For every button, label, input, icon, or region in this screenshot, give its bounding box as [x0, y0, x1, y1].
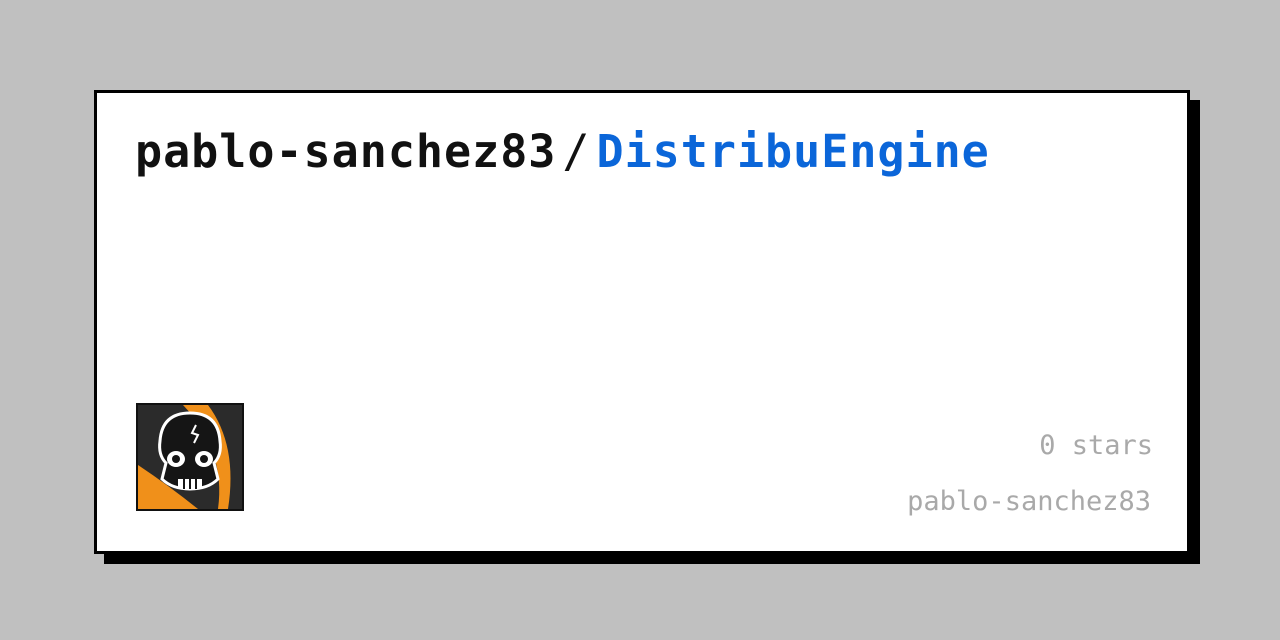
stars-count: 0 stars: [1039, 430, 1153, 461]
owner-avatar[interactable]: [136, 403, 244, 511]
owner-footer[interactable]: pablo-sanchez83: [907, 486, 1151, 517]
owner-link[interactable]: pablo-sanchez83: [135, 125, 557, 178]
skull-avatar-icon: [138, 405, 242, 509]
title-separator: /: [562, 125, 591, 178]
repo-card: pablo-sanchez83/DistribuEngine 0 stars p…: [94, 90, 1190, 554]
repo-name-link[interactable]: DistribuEngine: [596, 125, 990, 178]
repo-title: pablo-sanchez83/DistribuEngine: [135, 129, 990, 174]
